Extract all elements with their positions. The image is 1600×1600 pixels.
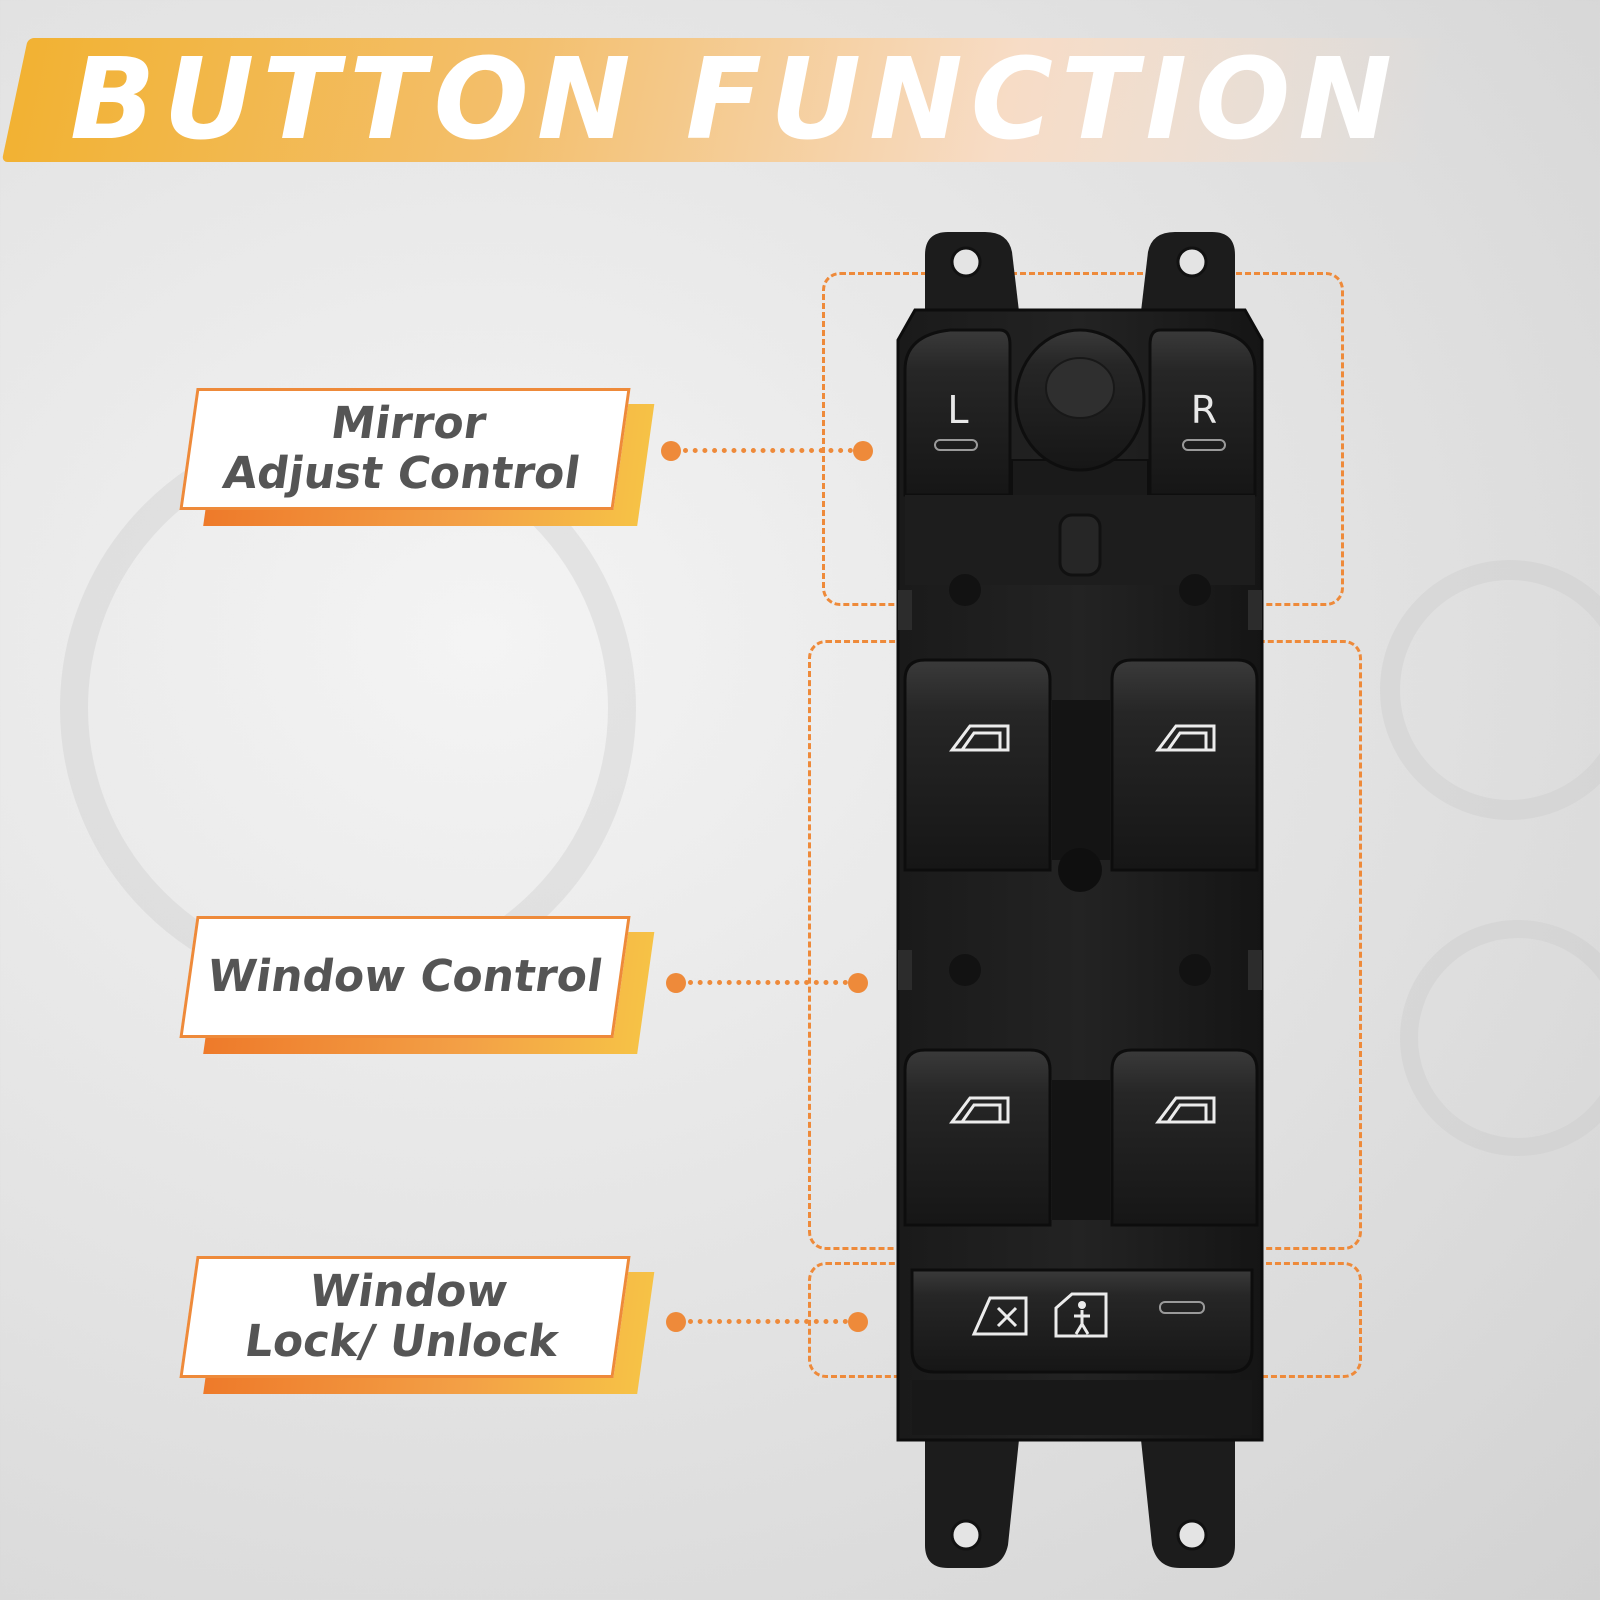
lock-connector-line <box>688 1319 848 1324</box>
window-up-icon <box>949 1096 1010 1124</box>
window-connector-line <box>688 980 848 985</box>
window-lock-label: Window Lock/ Unlock <box>179 1256 655 1394</box>
mirror-adjust-label: Mirror Adjust Control <box>179 388 655 526</box>
lock-label-line1: Window <box>306 1266 511 1317</box>
bottom-mounting-tabs <box>925 1430 1235 1568</box>
window-label-line1: Window Control <box>204 951 606 1002</box>
mirror-connector-line <box>683 448 853 453</box>
mirror-label-line2: Adjust Control <box>219 448 584 499</box>
mirror-connector-end-dot <box>853 441 873 461</box>
window-up-icon <box>1155 1096 1216 1124</box>
window-control-label: Window Control <box>179 916 655 1054</box>
mirror-section <box>903 328 1257 606</box>
window-connector-start-dot <box>666 973 686 993</box>
mirror-connector-start-dot <box>661 441 681 461</box>
window-up-icon <box>1155 724 1216 752</box>
lock-connector-end-dot <box>848 1312 868 1332</box>
mirror-left-button-label: L <box>947 388 969 432</box>
window-buttons <box>903 658 1259 1227</box>
window-lock-icon <box>971 1296 1028 1336</box>
child-lock-icon <box>1054 1292 1108 1338</box>
window-up-icon <box>949 724 1010 752</box>
page-title: BUTTON FUNCTION <box>70 35 1401 165</box>
lock-connector-start-dot <box>666 1312 686 1332</box>
mirror-right-button-label: R <box>1190 388 1218 432</box>
lock-label-line2: Lock/ Unlock <box>241 1316 562 1367</box>
mirror-label-line1: Mirror <box>327 398 490 449</box>
top-mounting-tabs <box>925 232 1235 320</box>
window-connector-end-dot <box>848 973 868 993</box>
